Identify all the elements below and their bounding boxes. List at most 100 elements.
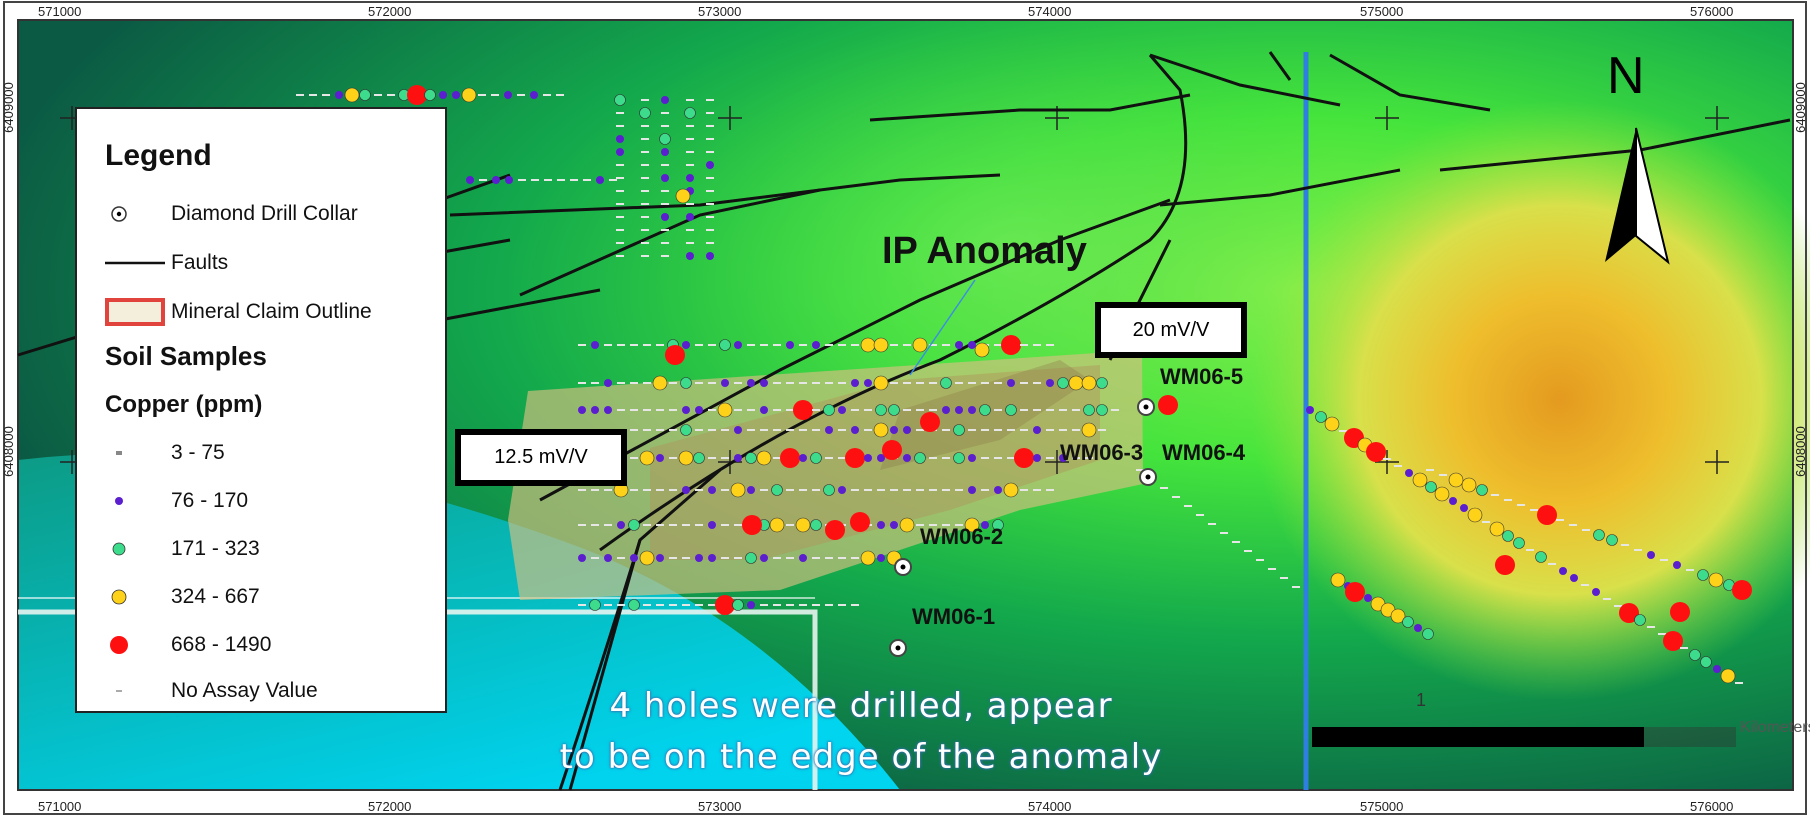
soil-sample-no-value (838, 382, 846, 384)
soil-sample-no-value (706, 242, 714, 244)
legend-label: Mineral Claim Outline (171, 300, 372, 323)
soil-sample-no-value (706, 203, 714, 205)
soil-sample-no-value (604, 344, 612, 346)
soil-sample-no-value (1647, 626, 1655, 628)
soil-sample-no-value (630, 409, 638, 411)
soil-sample-no-value (1504, 499, 1512, 501)
soil-sample-no-value (916, 524, 924, 526)
soil-sample-no-value (786, 409, 794, 411)
soil-sample-point (903, 426, 911, 434)
soil-sample-no-value (630, 382, 638, 384)
soil-sample-point (578, 554, 586, 562)
soil-sample-point (974, 342, 990, 358)
soil-sample-no-value (543, 94, 551, 96)
soil-sample-no-value (661, 125, 669, 127)
soil-sample-no-value (1292, 586, 1300, 588)
soil-sample-point (719, 339, 731, 351)
soil-sample-no-value (1085, 457, 1093, 459)
soil-sample-no-value (1614, 605, 1622, 607)
drill-collar-wm06-4[interactable] (1139, 468, 1157, 486)
x-tick-bottom: 573000 (698, 799, 742, 814)
soil-sample-no-value (1482, 521, 1490, 523)
soil-sample-no-value (609, 179, 617, 181)
soil-sample-no-value (557, 179, 565, 181)
soil-sample-point (953, 424, 965, 436)
soil-sample-no-value (890, 344, 898, 346)
soil-sample-point (912, 337, 928, 353)
soil-sample-point (747, 486, 755, 494)
soil-sample-no-value (641, 164, 649, 166)
soil-sample-no-value (591, 382, 599, 384)
soil-sample-no-value (760, 344, 768, 346)
soil-sample-point (888, 404, 900, 416)
drill-collar-wm06-2[interactable] (894, 558, 912, 576)
soil-sample-no-value (1530, 509, 1538, 511)
soil-sample-no-value (695, 344, 703, 346)
legend-label: 3 - 75 (171, 441, 225, 464)
soil-sample-point (1306, 406, 1314, 414)
hole-label-wm06-3: WM06-3 (1060, 440, 1144, 465)
soil-sample-no-value (721, 524, 729, 526)
soil-sample-no-value (708, 382, 716, 384)
x-tick-top: 574000 (1028, 4, 1072, 19)
soil-sample-no-value (706, 190, 714, 192)
legend-label: No Assay Value (171, 679, 318, 702)
soil-sample-point (1537, 505, 1557, 525)
drill-collar-wm06-1[interactable] (889, 639, 907, 657)
soil-sample-no-value (641, 216, 649, 218)
scale-bar-half (1644, 727, 1736, 747)
soil-sample-no-value (1339, 430, 1347, 432)
soil-sample-no-value (1098, 429, 1106, 431)
soil-sample-point (1448, 472, 1464, 488)
north-arrow (1605, 127, 1670, 265)
soil-sample-no-value (1033, 409, 1041, 411)
x-tick-bottom: 574000 (1028, 799, 1072, 814)
soil-sample-point (659, 133, 671, 145)
soil-sample-no-value (387, 94, 395, 96)
soil-sample-no-value (968, 382, 976, 384)
soil-sample-no-value (1046, 457, 1054, 459)
soil-sample-no-value (1439, 474, 1447, 476)
drill-collar-wm06-3[interactable] (1137, 398, 1155, 416)
high-zone-bright (650, 20, 1370, 480)
soil-sample-no-value (981, 429, 989, 431)
soil-sample-no-value (1059, 429, 1067, 431)
soil-sample-no-value (643, 429, 651, 431)
soil-sample-no-value (929, 457, 937, 459)
soil-sample-no-value (686, 229, 694, 231)
soil-sample-point (1670, 602, 1690, 622)
soil-sample-no-value (641, 177, 649, 179)
soil-sample-no-value (773, 604, 781, 606)
caption-line-2: to be on the edge of the anomaly (559, 737, 1163, 777)
soil-sample-no-value (1526, 549, 1534, 551)
soil-sample-no-value (916, 382, 924, 384)
soil-sample-no-value (838, 557, 846, 559)
soil-sample-point (850, 512, 870, 532)
soil-sample-no-value (994, 382, 1002, 384)
soil-sample-no-value (641, 255, 649, 257)
soil-sample-point (890, 426, 898, 434)
hole-label-wm06-5: WM06-5 (1160, 364, 1244, 389)
soil-sample-no-value (786, 604, 794, 606)
soil-sample-point (1647, 551, 1655, 559)
soil-sample-point (734, 341, 742, 349)
soil-sample-point (873, 337, 889, 353)
soil-sample-no-value (864, 429, 872, 431)
x-tick-top: 571000 (38, 4, 82, 19)
soil-sample-point (1592, 588, 1600, 596)
soil-sample-point (678, 450, 694, 466)
faults (17, 51, 1791, 791)
soil-sample-no-value (669, 382, 677, 384)
soil-sample-point (335, 91, 343, 99)
soil-sample-point (747, 601, 755, 609)
soil-sample-no-value (747, 429, 755, 431)
soil-sample-point (461, 87, 477, 103)
soil-sample-no-value (734, 409, 742, 411)
soil-sample-no-value (721, 557, 729, 559)
soil-sample-no-value (322, 94, 330, 96)
soil-sample-no-value (981, 457, 989, 459)
soil-sample-no-value (721, 489, 729, 491)
soil-sample-point (864, 454, 872, 462)
soil-sample-no-value (643, 344, 651, 346)
